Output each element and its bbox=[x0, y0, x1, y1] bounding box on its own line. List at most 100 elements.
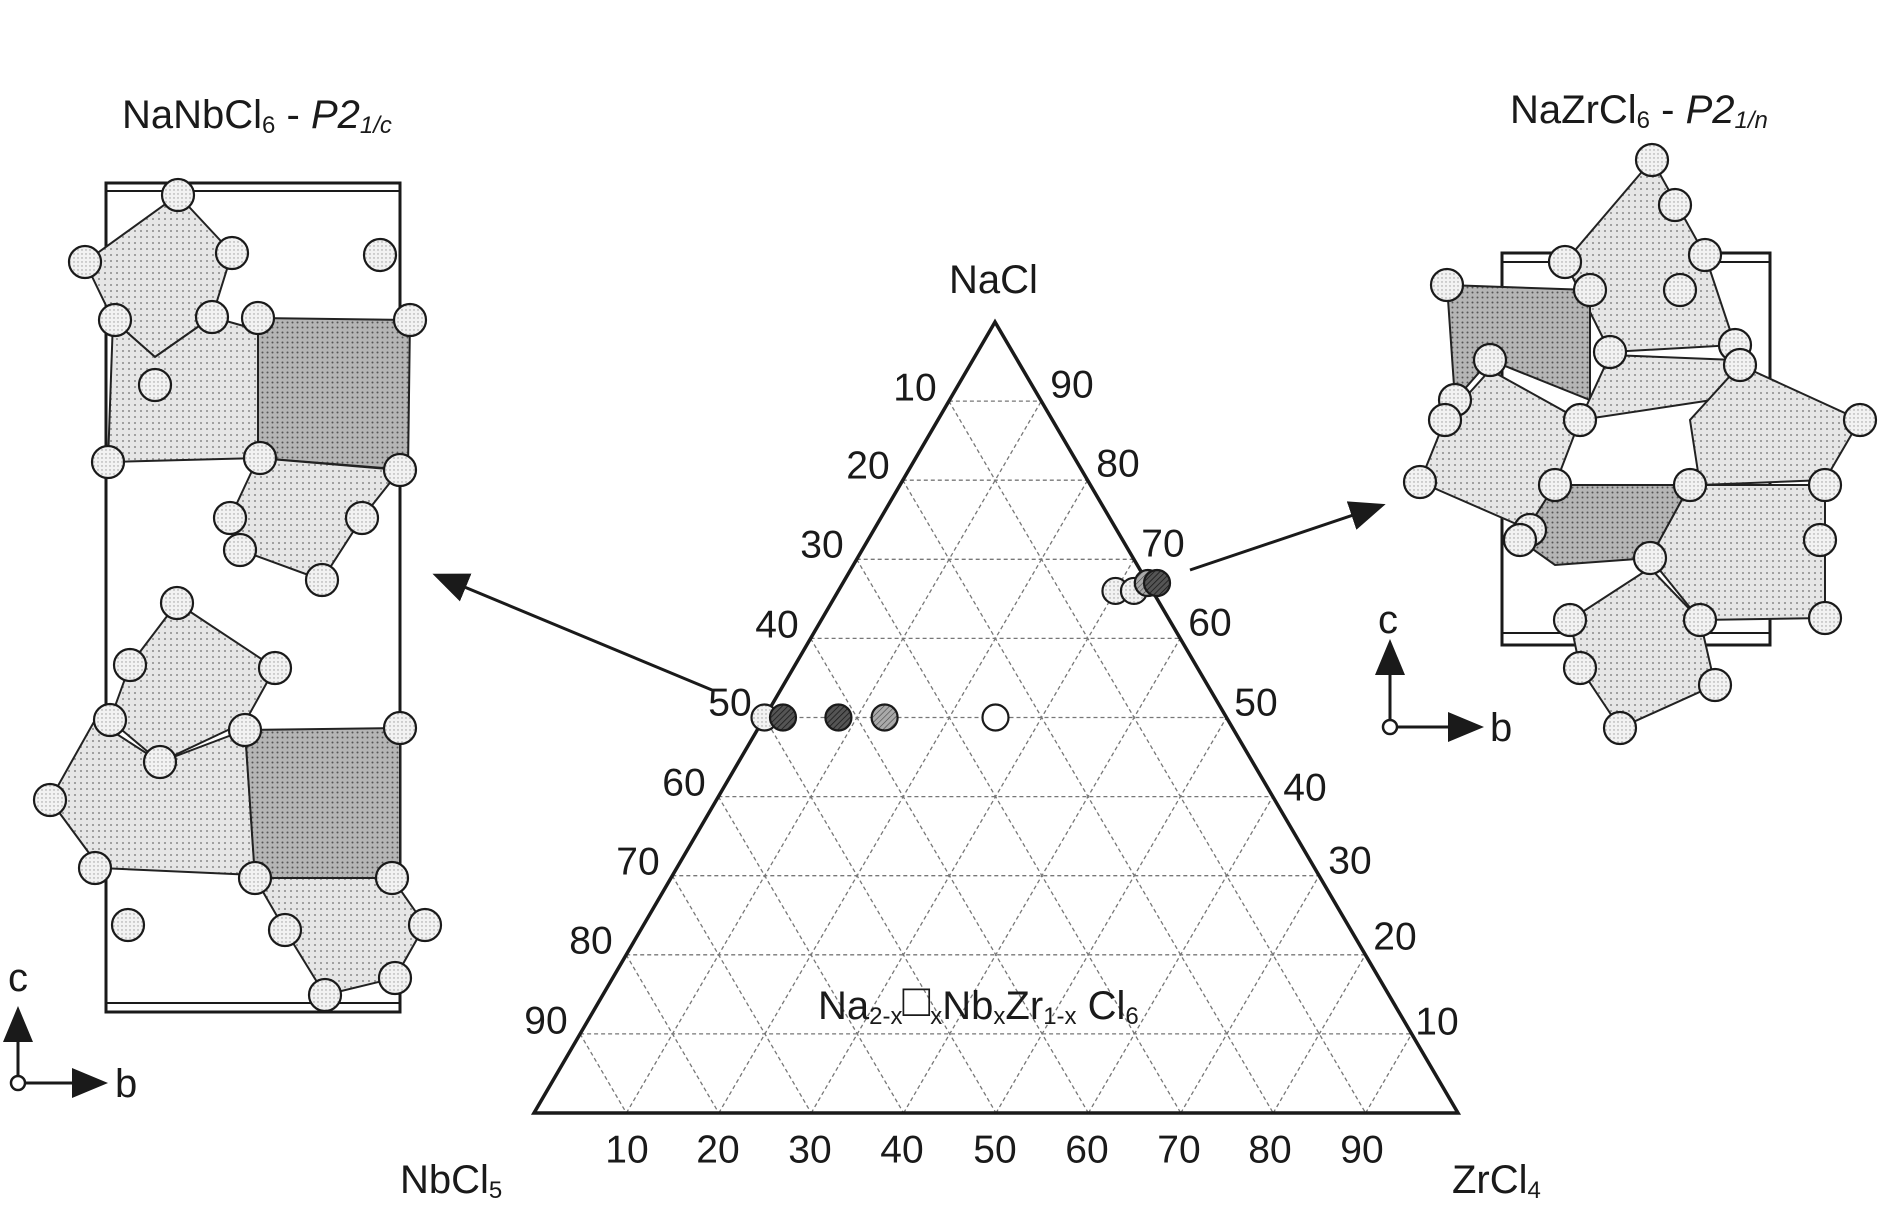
left-tick-40: 40 bbox=[755, 606, 798, 645]
nazrcl6-atom bbox=[1664, 274, 1696, 306]
nanbcl6-atom bbox=[162, 179, 194, 211]
data-point-2 bbox=[770, 705, 796, 731]
data-point-5 bbox=[983, 705, 1009, 731]
grid-line bbox=[811, 559, 1134, 1113]
right-tick-10: 10 bbox=[1415, 1003, 1458, 1042]
nazrcl6-atom bbox=[1429, 404, 1461, 436]
grid-line bbox=[672, 876, 811, 1113]
nanbcl6-atom bbox=[229, 714, 261, 746]
grid-line bbox=[1366, 1034, 1412, 1113]
nazrcl6-atom bbox=[1564, 652, 1596, 684]
right-tick-60: 60 bbox=[1188, 604, 1231, 643]
nazrcl6-atom bbox=[1684, 604, 1716, 636]
data-point-3 bbox=[825, 705, 851, 731]
nanbcl6-polyhedron bbox=[245, 728, 400, 878]
nazrcl6-polyhedron bbox=[1447, 285, 1590, 400]
nazrcl6-structure bbox=[1383, 144, 1876, 744]
nazrcl6-axis-b-label: b bbox=[1490, 708, 1512, 748]
nanbcl6-atom bbox=[224, 534, 256, 566]
bottom-tick-40: 40 bbox=[880, 1131, 923, 1170]
nanbcl6-atom bbox=[114, 649, 146, 681]
nazrcl6-atom bbox=[1474, 344, 1506, 376]
nanbcl6-atom bbox=[139, 369, 171, 401]
right-tick-70: 70 bbox=[1141, 525, 1184, 564]
nanbcl6-polyhedron bbox=[258, 318, 410, 470]
bottom-tick-10: 10 bbox=[605, 1131, 648, 1170]
bottom-tick-70: 70 bbox=[1157, 1131, 1200, 1170]
nanbcl6-structure bbox=[11, 179, 441, 1090]
grid-line bbox=[996, 718, 1227, 1114]
grid-line bbox=[1181, 876, 1319, 1113]
nazrcl6-atom bbox=[1634, 542, 1666, 574]
nanbcl6-axis-origin bbox=[11, 1076, 25, 1090]
nanbcl6-atom bbox=[384, 712, 416, 744]
nanbcl6-atom bbox=[79, 852, 111, 884]
left-tick-60: 60 bbox=[662, 764, 705, 803]
nanbcl6-atom bbox=[112, 909, 144, 941]
right-tick-50: 50 bbox=[1234, 684, 1277, 723]
nanbcl6-atom bbox=[94, 704, 126, 736]
nanbcl6-atom bbox=[384, 454, 416, 486]
bottom-tick-80: 80 bbox=[1248, 1131, 1291, 1170]
nanbcl6-polyhedron bbox=[108, 317, 260, 462]
nazrcl6-atom bbox=[1604, 712, 1636, 744]
nanbcl6-atom bbox=[239, 862, 271, 894]
left-tick-90: 90 bbox=[524, 1002, 567, 1041]
nanbcl6-atom bbox=[161, 587, 193, 619]
nanbcl6-atom bbox=[306, 564, 338, 596]
apex-label-zrcl4: ZrCl4 bbox=[1452, 1160, 1541, 1203]
left-tick-10: 10 bbox=[893, 369, 936, 408]
nanbcl6-atom bbox=[346, 502, 378, 534]
left-tick-80: 80 bbox=[569, 922, 612, 961]
right-tick-80: 80 bbox=[1096, 445, 1139, 484]
nazrcl6-atom bbox=[1574, 274, 1606, 306]
nanbcl6-atom bbox=[214, 502, 246, 534]
nanbcl6-atom bbox=[92, 446, 124, 478]
nazrcl6-atom bbox=[1554, 604, 1586, 636]
left-tick-30: 30 bbox=[800, 526, 843, 565]
nazrcl6-atom bbox=[1699, 669, 1731, 701]
bottom-tick-20: 20 bbox=[696, 1131, 739, 1170]
grid-line bbox=[857, 559, 1181, 1113]
nazrcl6-atom bbox=[1809, 469, 1841, 501]
grid-line bbox=[580, 1034, 626, 1113]
bottom-tick-90: 90 bbox=[1340, 1131, 1383, 1170]
right-tick-40: 40 bbox=[1283, 769, 1326, 808]
nanbcl6-axis-b-label: b bbox=[115, 1064, 137, 1104]
nanbcl6-atom bbox=[69, 246, 101, 278]
nanbcl6-atoms bbox=[34, 179, 441, 1011]
nazrcl6-axis-origin bbox=[1383, 720, 1397, 734]
arrow-to-nazrcl6 bbox=[1190, 506, 1380, 570]
grid-line bbox=[904, 638, 1181, 1113]
nanbcl6-axis-c-label: c bbox=[8, 958, 28, 998]
nanbcl6-atom bbox=[269, 914, 301, 946]
bottom-tick-30: 30 bbox=[788, 1131, 831, 1170]
nazrcl6-atom bbox=[1504, 524, 1536, 556]
nanbcl6-atom bbox=[244, 442, 276, 474]
nanbcl6-atom bbox=[309, 979, 341, 1011]
nazrcl6-atom bbox=[1659, 189, 1691, 221]
nanbcl6-atom bbox=[99, 304, 131, 336]
right-tick-30: 30 bbox=[1328, 842, 1371, 881]
left-tick-70: 70 bbox=[616, 843, 659, 882]
nazrcl6-atom bbox=[1636, 144, 1668, 176]
nazrcl6-atom bbox=[1809, 602, 1841, 634]
nanbcl6-atom bbox=[242, 302, 274, 334]
nanbcl6-atom bbox=[216, 237, 248, 269]
nazrcl6-atom bbox=[1594, 336, 1626, 368]
nazrcl6-atom bbox=[1804, 524, 1836, 556]
data-point-4 bbox=[872, 705, 898, 731]
data-point-9 bbox=[1144, 570, 1170, 596]
bottom-tick-60: 60 bbox=[1065, 1131, 1108, 1170]
nanbcl6-atom bbox=[196, 301, 228, 333]
composition-formula: Na2-x□xNbxZr1-x Cl6 bbox=[818, 980, 1139, 1029]
right-tick-20: 20 bbox=[1373, 918, 1416, 957]
left-tick-20: 20 bbox=[846, 447, 889, 486]
nazrcl6-atom bbox=[1549, 246, 1581, 278]
ternary-data-points bbox=[752, 570, 1171, 730]
nazrcl6-atom bbox=[1539, 469, 1571, 501]
right-tick-90: 90 bbox=[1050, 366, 1093, 405]
nazrcl6-title: NaZrCl6 - P21/n bbox=[1510, 90, 1768, 133]
nazrcl6-atom bbox=[1564, 404, 1596, 436]
nazrcl6-atom bbox=[1724, 349, 1756, 381]
